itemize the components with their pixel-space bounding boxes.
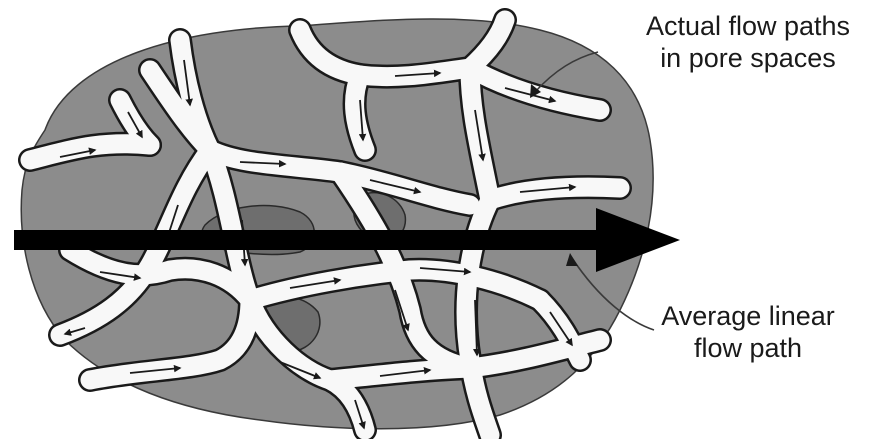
average-arrow-shaft [14, 230, 604, 250]
average-flow-label: Average linear flow path [640, 300, 856, 364]
average-flow-label-line2: flow path [640, 332, 856, 364]
actual-flow-label-line2: in pore spaces [632, 42, 864, 74]
average-flow-label-line1: Average linear [640, 300, 856, 332]
actual-flow-label-line1: Actual flow paths [632, 10, 864, 42]
actual-flow-label: Actual flow paths in pore spaces [632, 10, 864, 74]
